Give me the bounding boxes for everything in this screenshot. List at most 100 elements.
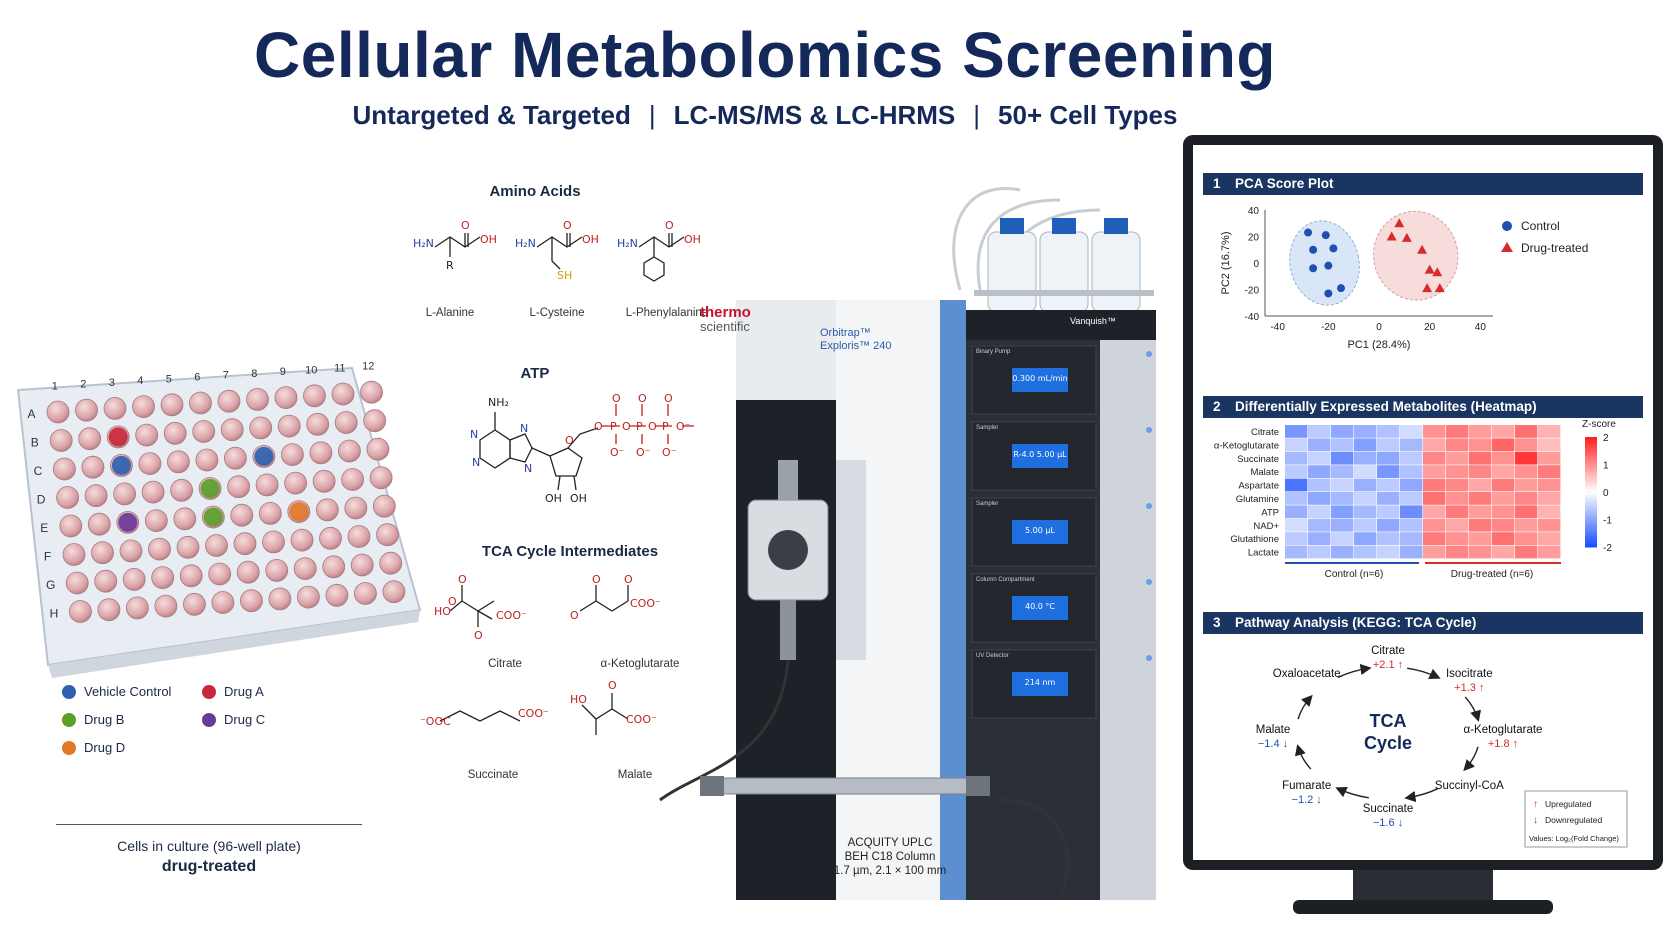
pca-y-axis-label: PC2 (16.7%) [1220, 232, 1232, 295]
pca-legend-label: Control [1521, 219, 1560, 233]
plate-well [75, 398, 98, 422]
plate-column-label: 2 [80, 379, 86, 391]
heatmap-cell [1377, 505, 1400, 519]
heatmap-cell [1492, 425, 1515, 438]
treated-well-marker [200, 479, 220, 498]
status-led-icon [1146, 503, 1152, 509]
svg-text:O: O [474, 629, 483, 642]
plate-well [87, 512, 111, 536]
plate-well [274, 386, 298, 409]
heatmap-row-label: Malate [1250, 467, 1279, 478]
heatmap-cell [1446, 438, 1469, 452]
pca-point-treated [1434, 283, 1445, 293]
pca-point-control [1309, 264, 1318, 273]
lc-module-readout: 5.00 µL [1025, 526, 1055, 535]
colorbar-segment [1585, 525, 1597, 529]
heatmap-cell [1377, 465, 1400, 478]
heatmap-cell [1492, 438, 1515, 452]
plate-well [119, 539, 143, 563]
pca-legend-marker [1501, 242, 1513, 252]
tca-arrow [1463, 746, 1479, 772]
tca-arrow [1404, 787, 1439, 803]
pca-y-tick-label: -40 [1245, 312, 1260, 323]
heatmap-cell [1285, 545, 1308, 559]
colorbar-tick-label: -2 [1603, 543, 1612, 554]
plate-well [97, 598, 121, 622]
heatmap-cell [1308, 425, 1331, 438]
lc-module-display [1012, 596, 1068, 620]
colorbar-segment [1585, 470, 1597, 474]
plate-well [125, 596, 149, 620]
colorbar-segment [1585, 500, 1597, 504]
pca-point-control [1337, 284, 1345, 293]
heatmap-cell [1515, 438, 1538, 452]
legend-dot-icon [202, 712, 216, 727]
legend-down-label: Downregulated [1545, 815, 1602, 825]
heatmap-cell [1515, 451, 1538, 465]
svg-text:SH: SH [557, 269, 572, 282]
plate-well [369, 466, 393, 490]
plate-well [173, 507, 197, 531]
svg-text:O: O [622, 420, 631, 433]
label-citrate: Citrate [488, 658, 522, 670]
plate-well [230, 503, 254, 527]
plate-well [284, 471, 308, 495]
pca-x-tick-label: -20 [1321, 322, 1336, 333]
heatmap-cell [1285, 465, 1308, 478]
plate-well [166, 450, 190, 474]
heatmap-cell [1446, 478, 1469, 492]
heatmap-cell [1515, 478, 1538, 492]
heatmap-cell [1492, 505, 1515, 519]
plate-row-label: A [27, 407, 35, 421]
heatmap-cell [1469, 438, 1492, 452]
plate-well [160, 393, 184, 417]
heatmap-cell [1469, 425, 1492, 438]
plate-well [176, 535, 200, 559]
treated-well-marker [289, 502, 309, 522]
metabolite-heatmap: Citrateα-KetoglutarateSuccinateMalateAsp… [1214, 419, 1617, 580]
plate-well [154, 594, 178, 618]
plate-well [262, 530, 285, 554]
pca-point-treated [1401, 232, 1412, 242]
svg-text:O: O [458, 575, 467, 586]
svg-text:HO: HO [570, 693, 587, 706]
plate-well [65, 571, 89, 595]
plate-well [220, 418, 244, 442]
svg-text:O: O [648, 420, 657, 433]
svg-text:OH: OH [545, 492, 562, 505]
status-led-icon [1146, 579, 1152, 585]
lc-module-display [1012, 672, 1068, 696]
heatmap-cell [1308, 451, 1331, 465]
svg-text:OH: OH [480, 233, 497, 246]
plate-well [91, 541, 114, 565]
label-l-phenylalanine: L-Phenylalanine [625, 307, 709, 319]
colorbar-segment [1585, 445, 1597, 449]
heatmap-cell [1331, 518, 1354, 532]
heatmap-cell [1354, 505, 1377, 519]
heatmap-cell [1423, 425, 1446, 438]
svg-text:O: O [570, 609, 579, 622]
heatmap-cell [1377, 425, 1400, 438]
heatmap-cell [1515, 465, 1538, 478]
heatmap-cell [1400, 478, 1423, 492]
colorbar-segment [1585, 467, 1597, 471]
column-label: ACQUITY UPLC BEH C18 Column 1.7 µm, 2.1 … [833, 837, 947, 877]
tca-arrow [1297, 694, 1313, 720]
lc-module-readout: 40.0 °C [1025, 602, 1055, 611]
colorbar-tick-label: -1 [1603, 516, 1612, 527]
plate-well [208, 562, 232, 586]
legend-drug-b: Drug B [62, 712, 124, 727]
lc-module-readout: 214 nm [1024, 678, 1056, 687]
heatmap-cell [1354, 425, 1377, 438]
heatmap-cell [1377, 438, 1400, 452]
plate-well [179, 564, 203, 588]
heatmap-cell [1469, 492, 1492, 505]
heatmap-cell [1423, 478, 1446, 492]
heatmap-cell [1538, 451, 1561, 465]
heatmap-cell [1515, 505, 1538, 519]
svg-text:R: R [446, 259, 454, 272]
label-alpha-ketoglutarate: α-Ketoglutarate [600, 658, 680, 670]
plate-well [113, 482, 136, 506]
svg-text:O: O [565, 434, 574, 447]
colorbar-segment [1585, 461, 1597, 465]
